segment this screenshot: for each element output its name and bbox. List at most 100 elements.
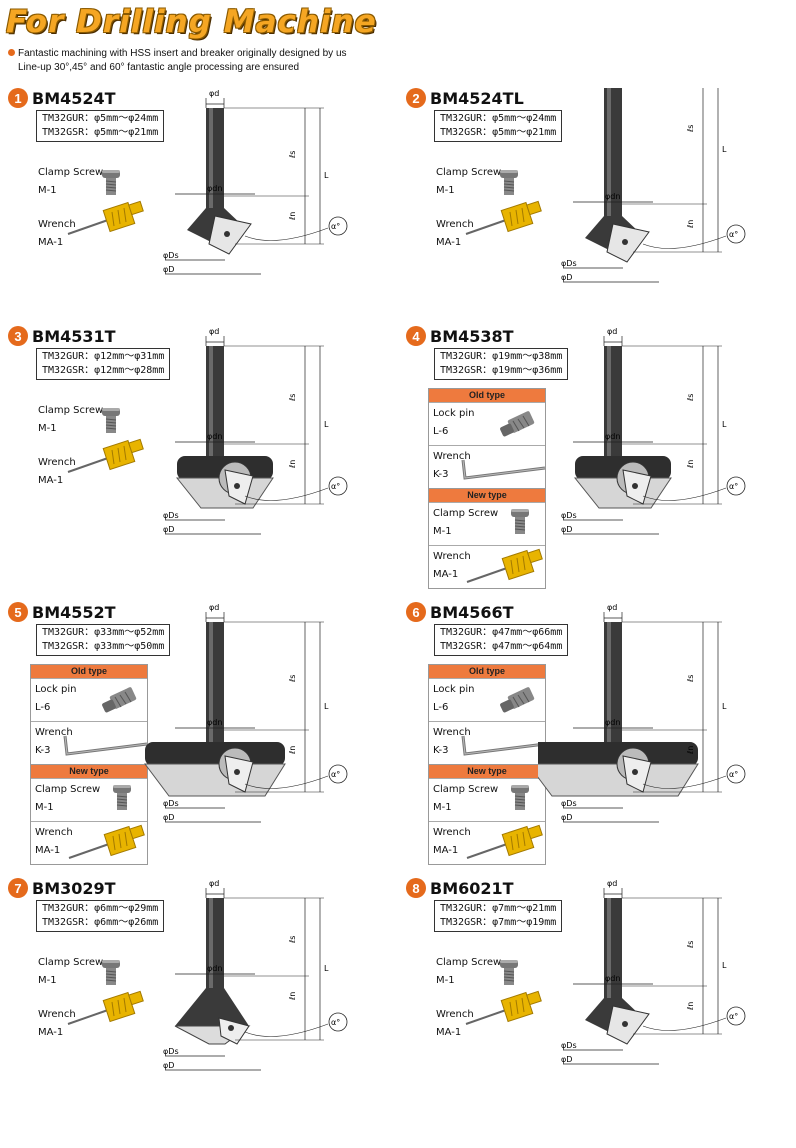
- dim-ls-label: ℓs: [288, 394, 297, 402]
- product-model-name: BM4552T: [32, 602, 116, 622]
- tool-body: [175, 988, 249, 1026]
- dim-ds-label: φDs: [163, 511, 179, 520]
- dim-D-label: φD: [163, 265, 174, 274]
- clamp-screw-part: M-1: [38, 975, 57, 986]
- product-number-badge: 2: [406, 88, 426, 108]
- wrench-icon: [464, 990, 544, 1033]
- product-number-badge: 6: [406, 602, 426, 622]
- dim-ln-label: ℓn: [686, 1002, 695, 1011]
- dim-ls-label: ℓs: [288, 151, 297, 159]
- bullet-icon: [8, 49, 15, 56]
- wrench-icon: [465, 548, 545, 591]
- dim-dn-label: φdn: [207, 964, 222, 973]
- intro-line-1: Fantastic machining with HSS insert and …: [18, 48, 347, 59]
- wrench-icon: [66, 990, 146, 1033]
- product-model-name: BM4538T: [430, 326, 514, 346]
- insert: [606, 1005, 650, 1045]
- dim-dn-label: φdn: [605, 192, 620, 201]
- angle-badge: [328, 476, 348, 496]
- shank-highlight: [209, 346, 213, 462]
- dim-D-label: φD: [561, 813, 572, 822]
- clamp-screw-part: M-1: [38, 423, 57, 434]
- wrench-part: MA-1: [38, 237, 64, 248]
- insert: [606, 223, 650, 263]
- spec-gur: TM32GUR：φ12mm～φ31mm: [42, 351, 165, 362]
- dim-ln-label: ℓn: [686, 460, 695, 469]
- shank: [604, 346, 622, 462]
- spec-gur: TM32GUR：φ5mm～φ24mm: [440, 113, 557, 124]
- hex-key-icon: [459, 730, 549, 765]
- dim-d-label: φd: [607, 327, 617, 336]
- dim-ls-label: ℓs: [288, 675, 297, 683]
- dim-L-label: L: [324, 420, 329, 429]
- old-type-header: Old type: [429, 389, 545, 402]
- hex-wrench-label: Wrench: [433, 727, 471, 738]
- dim-D-label: φD: [163, 525, 174, 534]
- old-type-header: Old type: [429, 665, 545, 678]
- clamp-screw-part: M-1: [433, 802, 452, 813]
- clamp-screw-part: M-1: [436, 185, 455, 196]
- clamp-screw-label: Clamp Screw: [35, 784, 101, 795]
- angle-badge: [328, 764, 348, 784]
- product-model-name: BM6021T: [430, 878, 514, 898]
- product-number-badge: 3: [8, 326, 28, 346]
- clamp-screw-label: Clamp Screw: [433, 508, 499, 519]
- angle-leader: [244, 227, 329, 241]
- product-number-badge: 5: [8, 602, 28, 622]
- new-type-header: New type: [31, 765, 147, 778]
- clamp-screw-part: M-1: [433, 526, 452, 537]
- insert-screw-icon: [622, 1021, 628, 1027]
- product-model-name: BM4524T: [32, 88, 116, 108]
- dim-dn-label: φdn: [207, 184, 222, 193]
- clamp-screw-label: Clamp Screw: [433, 784, 499, 795]
- wrench-label: Wrench: [436, 1009, 474, 1020]
- spec-gur: TM32GUR：φ47mm～φ66mm: [440, 627, 563, 638]
- clamp-screw-icon: [509, 509, 531, 540]
- dim-L-label: L: [722, 961, 727, 970]
- page-title: For Drilling Machine: [6, 4, 377, 40]
- spec-gsr: TM32GSR：φ47mm～φ64mm: [440, 641, 563, 652]
- shank-highlight: [607, 346, 611, 462]
- lock-pin-part: L-6: [433, 702, 449, 713]
- angle-leader: [642, 1017, 727, 1031]
- dim-d-label: φd: [209, 89, 219, 98]
- dim-ds-label: φDs: [561, 511, 577, 520]
- angle-leader: [244, 1023, 329, 1037]
- clamp-screw-label: Clamp Screw: [436, 167, 502, 178]
- dim-ln-label: ℓn: [288, 212, 297, 221]
- wrench-label: Wrench: [38, 219, 76, 230]
- angle-label: α°: [331, 482, 340, 491]
- dim-dn-label: φdn: [605, 432, 620, 441]
- shank-highlight: [607, 88, 611, 222]
- dim-ln-label: ℓn: [288, 460, 297, 469]
- clamp-screw-label: Clamp Screw: [38, 405, 104, 416]
- angle-badge: [328, 1012, 348, 1032]
- dim-ls-label: ℓs: [686, 394, 695, 402]
- shank-highlight: [607, 622, 611, 748]
- dim-L-label: L: [722, 420, 727, 429]
- dim-ls-label: ℓs: [686, 941, 695, 949]
- new-type-header: New type: [429, 765, 545, 778]
- spec-gsr: TM32GSR：φ6mm～φ26mm: [42, 917, 159, 928]
